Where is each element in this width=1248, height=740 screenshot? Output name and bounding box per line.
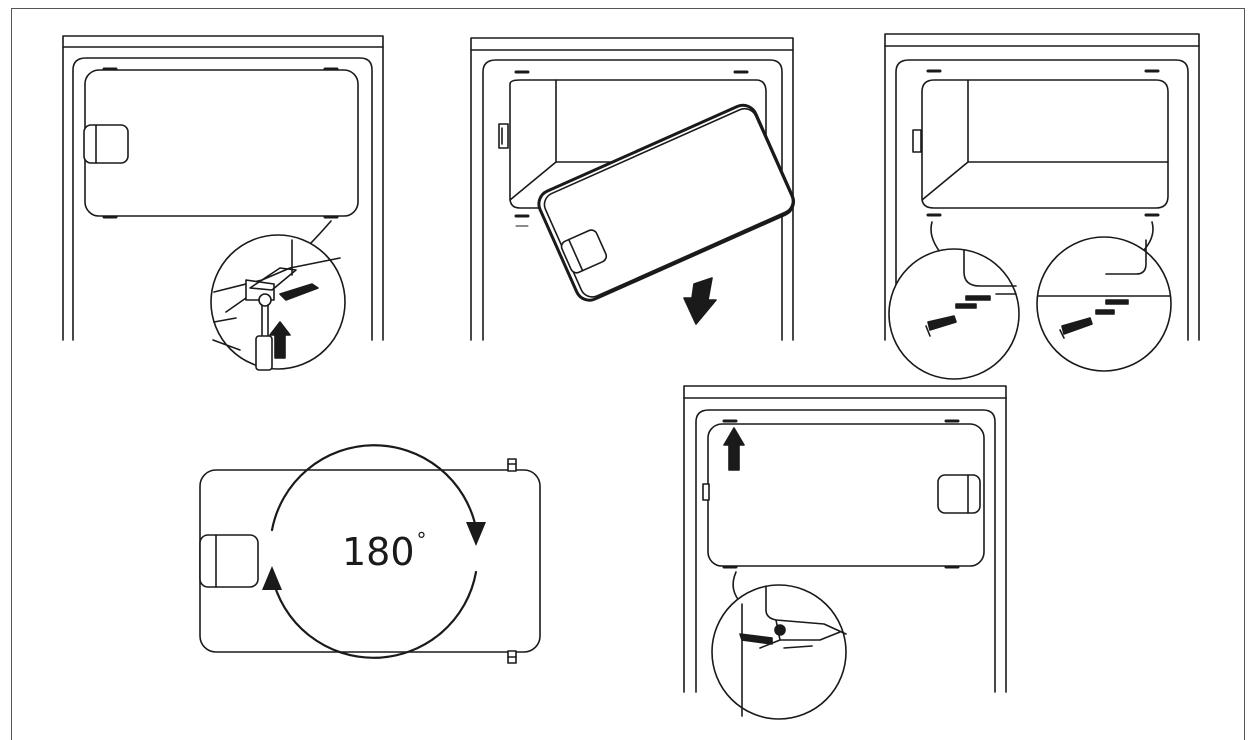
- rotation-unit: °: [416, 528, 427, 552]
- panel-4-rotate-door: [199, 444, 541, 664]
- screwdriver-icon: [255, 293, 273, 371]
- rotation-angle-label: 180°: [342, 528, 427, 574]
- zoom-hinge-left: [888, 248, 1020, 380]
- door-handle: [199, 534, 259, 588]
- door-handle: [83, 124, 129, 164]
- panel-3-swap-pins: [884, 33, 1200, 380]
- panel-1-unscrew-hinge: [62, 35, 384, 371]
- hinge-pin: [1105, 299, 1129, 305]
- zoom-hinge-right: [1036, 236, 1172, 372]
- arrow-up-icon: [723, 427, 745, 471]
- arrow-up-icon: [269, 321, 291, 359]
- panel-5-refit-door: [683, 385, 1007, 720]
- zoom-lower-hinge: [210, 234, 346, 371]
- rotation-value: 180: [342, 530, 415, 574]
- hinge-pin: [279, 283, 319, 301]
- rotation-arrows-icon: [262, 444, 486, 659]
- arrow-down-icon: [683, 277, 717, 325]
- zoom-lower-hinge: [711, 584, 847, 720]
- figure-frame: [11, 8, 1245, 740]
- freezer-cavity: [921, 79, 1169, 209]
- tilted-door: [537, 103, 796, 302]
- panel-2-remove-door: [470, 37, 796, 341]
- hinge-pin: [965, 295, 991, 301]
- door-handle: [937, 474, 981, 514]
- cabinet-outline: [62, 35, 384, 341]
